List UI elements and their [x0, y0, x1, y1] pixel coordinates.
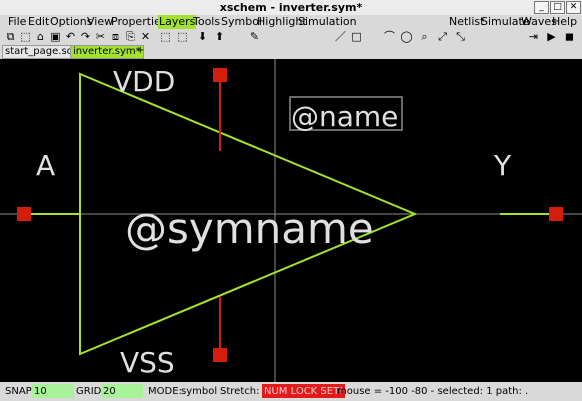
pin-vdd[interactable]: [213, 68, 227, 82]
menu-help[interactable]: Help: [552, 15, 578, 28]
mode-value: symbol: [181, 386, 218, 397]
menu-simulation[interactable]: Simulation: [298, 15, 357, 28]
label-symname[interactable]: @symname: [125, 204, 374, 253]
title-bar: xschem - inverter.sym* _ □ ✕: [0, 0, 582, 16]
stretch-status: Stretch: 0: [220, 386, 269, 397]
snap-label: SNAP:: [5, 386, 36, 397]
label-y[interactable]: Y: [493, 149, 512, 182]
save-icon[interactable]: ▣: [50, 30, 61, 43]
mode-label: MODE:: [148, 386, 182, 397]
pin-a[interactable]: [17, 207, 31, 221]
menu-simulate[interactable]: Simulate: [481, 15, 530, 28]
label-name[interactable]: @name: [291, 100, 398, 133]
close-button[interactable]: ✕: [566, 1, 581, 14]
menu-bar: File Edit Options View Properties Layers…: [0, 15, 582, 29]
cut-icon[interactable]: ✂: [95, 30, 106, 43]
zoom-in-icon[interactable]: ⤡: [456, 30, 465, 43]
menu-symbol[interactable]: Symbol: [221, 15, 262, 28]
paste-icon[interactable]: ⎘: [126, 30, 135, 43]
new-schematic-icon[interactable]: ⧉: [6, 30, 15, 43]
select-icon[interactable]: ⬚: [160, 30, 171, 43]
simulate-icon[interactable]: ▶: [547, 30, 556, 43]
symbol-drawing: VDD VSS A Y @name @symname: [0, 59, 582, 382]
grid-label: GRID:: [76, 386, 105, 397]
menu-waves[interactable]: Waves: [521, 15, 557, 28]
drawing-canvas[interactable]: VDD VSS A Y @name @symname: [0, 59, 582, 382]
menu-netlist[interactable]: Netlist: [449, 15, 485, 28]
menu-layers[interactable]: Layers: [158, 15, 197, 29]
circle-icon[interactable]: ◯: [400, 30, 413, 43]
add-tab-button[interactable]: +: [136, 45, 145, 56]
snap-field[interactable]: 10: [32, 384, 74, 398]
tab-start-page[interactable]: start_page.sch: [2, 45, 82, 59]
pin-y[interactable]: [549, 207, 563, 221]
undo-icon[interactable]: ↶: [65, 30, 76, 43]
move-icon[interactable]: ⬚: [177, 30, 188, 43]
menu-options[interactable]: Options: [50, 15, 93, 28]
menu-edit[interactable]: Edit: [28, 15, 50, 28]
selection-box: [289, 96, 403, 131]
menu-tools[interactable]: Tools: [193, 15, 221, 28]
delete-icon[interactable]: ✕: [140, 30, 151, 43]
mouse-info: mouse = -100 -80 - selected: 1 path: .: [337, 386, 529, 397]
tab-bar: start_page.sch inverter.sym* +: [0, 45, 582, 59]
menu-highlight[interactable]: Highlight: [257, 15, 307, 28]
arc-icon[interactable]: ⌒: [384, 30, 395, 43]
menu-file[interactable]: File: [8, 15, 27, 28]
toolbar: ⧉ ⬚ ⌂ ▣ ↶ ↷ ✂ ⧈ ⎘ ✕ ⬚ ⬚ ⬇ ⬆ ✎ ／ □ ⌒ ◯ ⌕ …: [0, 29, 582, 45]
label-vss[interactable]: VSS: [120, 346, 175, 379]
netlist-icon[interactable]: ⇥: [528, 30, 539, 43]
redo-icon[interactable]: ↷: [80, 30, 91, 43]
label-vdd[interactable]: VDD: [113, 65, 175, 98]
grid-field[interactable]: 20: [101, 384, 143, 398]
wire-icon[interactable]: ✎: [249, 30, 260, 43]
line-icon[interactable]: ／: [335, 30, 346, 43]
menu-properties[interactable]: Properties: [111, 15, 167, 28]
menu-view[interactable]: View: [87, 15, 114, 28]
status-bar: SNAP: 10 GRID: 20 MODE: symbol Stretch: …: [0, 382, 582, 401]
zoom-full-icon[interactable]: ⤢: [438, 30, 447, 43]
minimize-button[interactable]: _: [534, 1, 549, 14]
label-a[interactable]: A: [36, 149, 55, 182]
zoom-icon[interactable]: ⌕: [421, 30, 428, 43]
new-symbol-icon[interactable]: ⬚: [20, 30, 31, 43]
tab-inverter-sym[interactable]: inverter.sym*: [70, 45, 144, 59]
push-icon[interactable]: ⬇: [197, 30, 208, 43]
pin-vss[interactable]: [213, 348, 227, 362]
copy-icon[interactable]: ⧈: [112, 30, 119, 43]
maximize-button[interactable]: □: [550, 1, 565, 14]
waves-icon[interactable]: ◼: [564, 30, 575, 43]
pop-icon[interactable]: ⬆: [214, 30, 225, 43]
numlock-warning: NUM LOCK SET!: [262, 384, 346, 398]
rect-icon[interactable]: □: [351, 30, 362, 43]
window-title: xschem - inverter.sym*: [219, 1, 363, 14]
open-icon[interactable]: ⌂: [37, 30, 44, 43]
